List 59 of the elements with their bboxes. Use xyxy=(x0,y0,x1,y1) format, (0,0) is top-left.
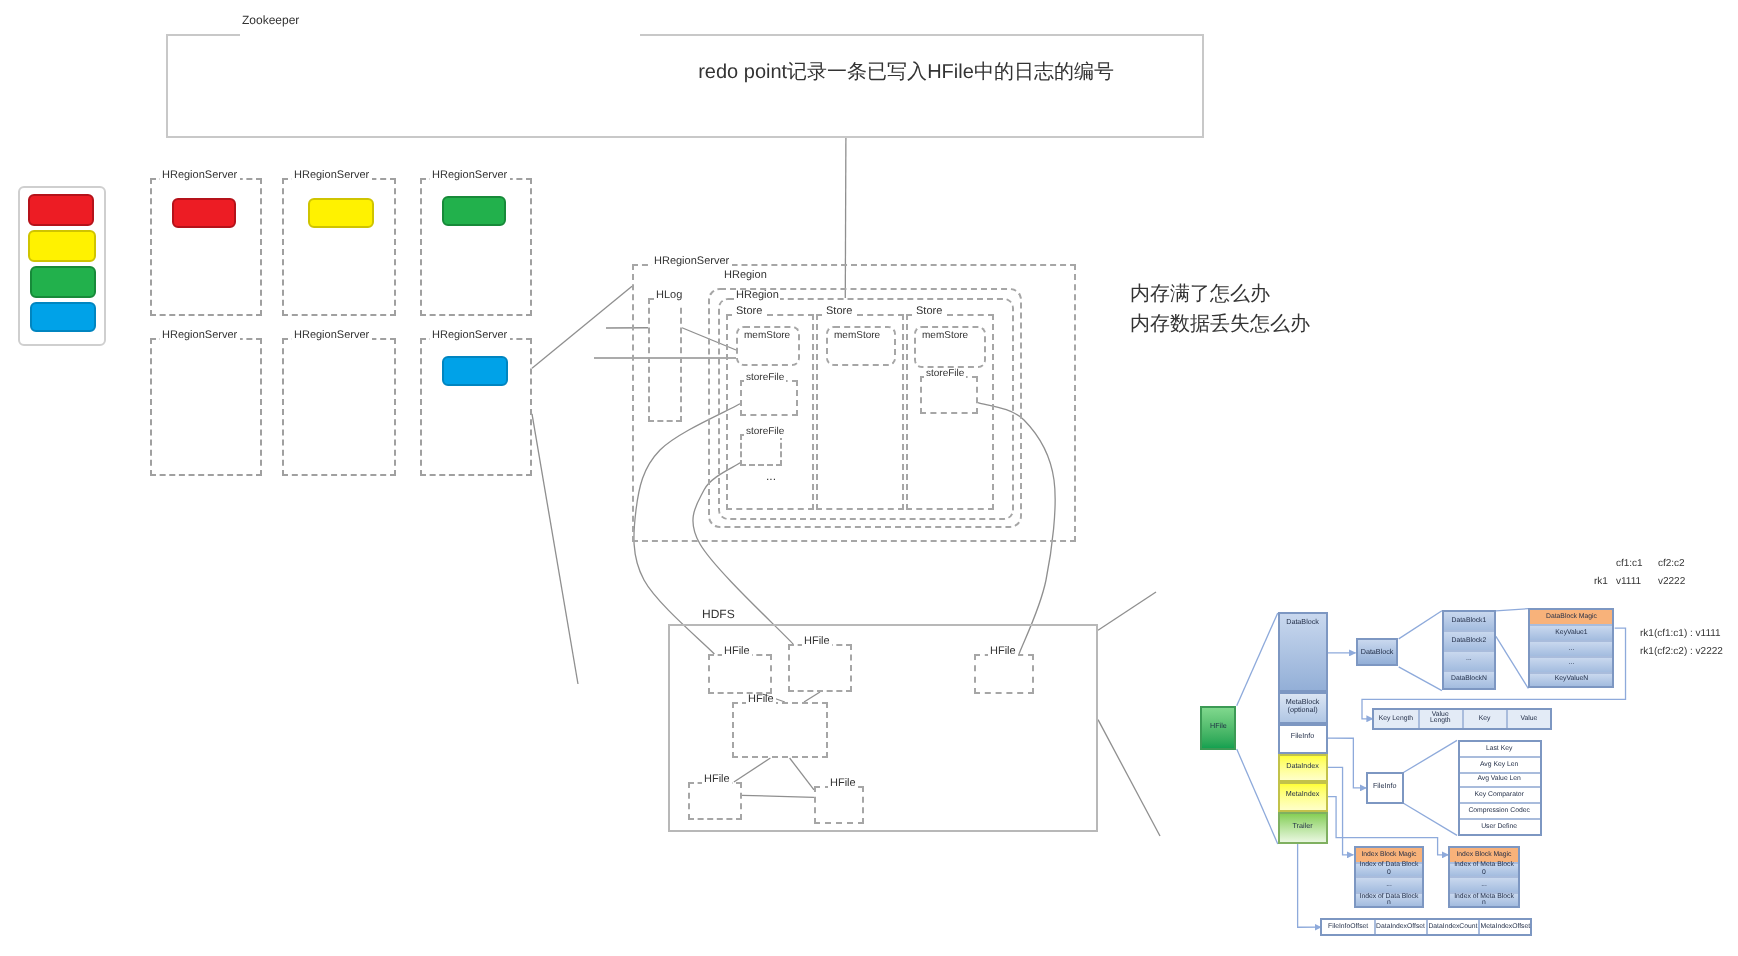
file-block xyxy=(1200,705,1237,749)
file-section xyxy=(1277,612,1328,693)
connector-line xyxy=(1402,802,1458,837)
arrow xyxy=(1296,843,1322,931)
connector-line xyxy=(1495,608,1529,612)
connector-line xyxy=(1236,748,1279,845)
file-section xyxy=(1277,692,1328,724)
memstore-box xyxy=(914,326,986,368)
connector-line xyxy=(1402,739,1458,774)
connector-line xyxy=(1097,719,1161,837)
record-stack xyxy=(1528,608,1615,689)
connector-line xyxy=(1097,591,1157,631)
file-section xyxy=(1277,753,1328,782)
region-block xyxy=(30,302,96,332)
region-block xyxy=(442,196,506,226)
connector-line xyxy=(633,403,741,655)
record-stack xyxy=(1448,846,1520,909)
connector-line xyxy=(788,757,815,791)
connector-line xyxy=(1398,666,1443,692)
connector-line xyxy=(605,327,649,329)
memstore-box xyxy=(826,326,896,366)
record-stack xyxy=(1353,846,1425,909)
connector-line xyxy=(733,757,772,783)
question-text: 内存数据丢失怎么办 xyxy=(1130,316,1310,336)
arrow xyxy=(1326,766,1354,859)
connector-line xyxy=(531,285,633,369)
arrow xyxy=(1326,737,1367,792)
section-box xyxy=(1366,772,1404,803)
connector-line xyxy=(803,691,821,703)
connector-line xyxy=(1236,612,1279,707)
note-text: redo point记录一条已写入HFile中的日志的编号 xyxy=(698,64,1114,84)
region-block xyxy=(28,194,94,226)
record-stack xyxy=(1457,740,1542,836)
record-row xyxy=(1320,917,1533,937)
arrow xyxy=(1361,627,1627,723)
region-block xyxy=(30,266,96,298)
connector-line xyxy=(681,327,737,351)
arrow xyxy=(1326,795,1450,859)
file-section xyxy=(1277,781,1328,812)
region-block xyxy=(442,356,508,386)
connector-line xyxy=(977,401,1056,655)
connector-line xyxy=(1398,610,1443,640)
record-row xyxy=(1372,708,1553,730)
connector-line xyxy=(1495,635,1529,690)
file-section xyxy=(1277,723,1328,754)
question-text: 内存满了怎么办 xyxy=(1130,286,1270,306)
region-block xyxy=(172,198,236,228)
region-block xyxy=(28,230,96,262)
connector-line xyxy=(593,357,737,359)
connector-line xyxy=(741,794,815,799)
region-block xyxy=(308,198,374,228)
memstore-box xyxy=(736,326,800,366)
file-section xyxy=(1277,811,1328,845)
connector-line xyxy=(844,137,847,299)
block-panel xyxy=(18,186,106,346)
record-stack xyxy=(1441,610,1496,691)
arrow xyxy=(1326,649,1357,657)
connector-line xyxy=(531,413,579,685)
section-box xyxy=(1355,638,1399,667)
